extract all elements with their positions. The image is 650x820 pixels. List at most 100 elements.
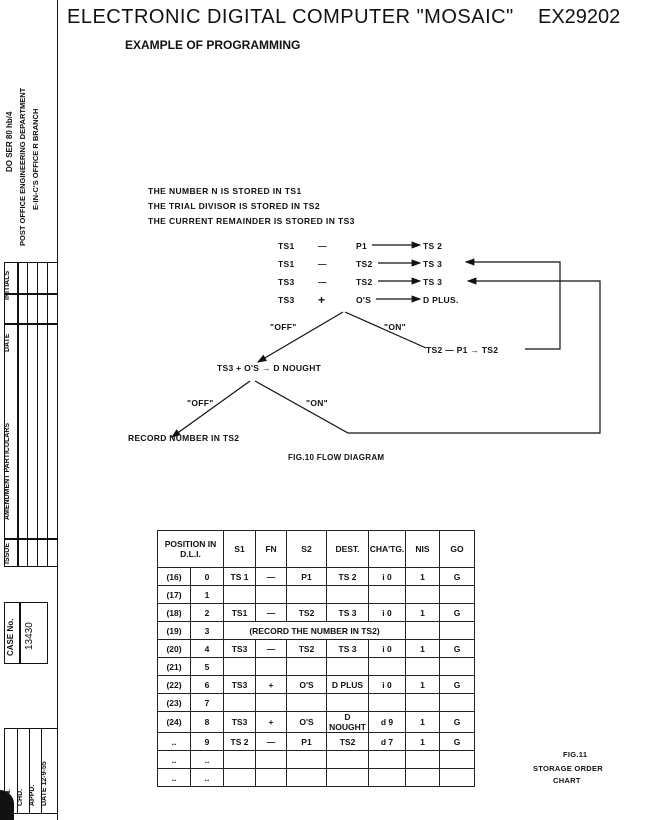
chart-caption-fig: FIG.11: [563, 750, 588, 759]
header-go: GO: [439, 530, 475, 568]
cell: 1: [405, 732, 440, 751]
cell: ..: [190, 768, 224, 787]
step-3-b: TS2: [356, 277, 373, 287]
cell: [223, 750, 256, 769]
cell: (24): [157, 711, 191, 733]
cell: [326, 693, 369, 712]
table-row: (19)3(RECORD THE NUMBER IN TS2): [157, 621, 475, 640]
chart-caption-line1: STORAGE ORDER: [533, 764, 604, 773]
cell: 2: [190, 603, 224, 622]
cell: 1: [405, 639, 440, 658]
cell: P1: [286, 567, 327, 586]
table-row: ....: [157, 750, 475, 769]
table-row: (17)1: [157, 585, 475, 604]
header-s2: S2: [286, 530, 327, 568]
cell: D PLUS: [326, 675, 369, 694]
cell: [405, 693, 440, 712]
cell: [439, 768, 475, 787]
step-4-op: +: [318, 293, 326, 307]
header-nis: NIS: [405, 530, 440, 568]
cell: TS 3: [326, 603, 369, 622]
cell: [255, 657, 287, 676]
chart-header-row: POSITION IN D.L.I. S1 FN S2 DEST. CHA'TG…: [157, 530, 475, 568]
cell: (20): [157, 639, 191, 658]
case-block: [4, 602, 48, 664]
cell: 1: [405, 675, 440, 694]
cell: [223, 768, 256, 787]
step-3-dest: TS 3: [423, 277, 443, 287]
cell: TS 2: [326, 567, 369, 586]
cell: —: [255, 639, 287, 658]
cell: [405, 750, 440, 769]
flow-note-2: THE TRIAL DIVISOR IS STORED IN TS2: [148, 201, 320, 211]
step-1-op: —: [318, 241, 327, 251]
cell: 1: [405, 567, 440, 586]
header-dest: DEST.: [326, 530, 369, 568]
storage-order-chart: POSITION IN D.L.I. S1 FN S2 DEST. CHA'TG…: [157, 530, 475, 787]
cell: 1: [405, 603, 440, 622]
cell: i 0: [368, 567, 406, 586]
cell: (19): [157, 621, 191, 640]
cell: 0: [190, 567, 224, 586]
cell: [405, 768, 440, 787]
cell: TS 3: [326, 639, 369, 658]
table-row: ....: [157, 768, 475, 787]
cell: d 9: [368, 711, 406, 733]
loop-to-step-3: [464, 258, 561, 350]
cell: ..: [157, 768, 191, 787]
split-left-1: [256, 311, 344, 363]
document-title: ELECTRONIC DIGITAL COMPUTER "MOSAIC": [67, 6, 514, 28]
cell: 5: [190, 657, 224, 676]
cell: [286, 693, 327, 712]
header-chatg: CHA'TG.: [368, 530, 406, 568]
step-3-a: TS3: [278, 277, 295, 287]
cell: G: [439, 603, 475, 622]
cell: TS2: [326, 732, 369, 751]
cell: [255, 693, 287, 712]
cell: [223, 585, 256, 604]
cell: d 7: [368, 732, 406, 751]
cell: i 0: [368, 603, 406, 622]
step-2-op: —: [318, 259, 327, 269]
cell: [255, 750, 287, 769]
cell: [286, 585, 327, 604]
cell: [223, 657, 256, 676]
header-position: POSITION IN D.L.I.: [157, 530, 224, 568]
cell: [405, 621, 440, 640]
step-1-a: TS1: [278, 241, 295, 251]
cell: [368, 768, 406, 787]
cell: —: [255, 732, 287, 751]
cell: [326, 768, 369, 787]
cell: [368, 750, 406, 769]
cell: 8: [190, 711, 224, 733]
cell: [326, 750, 369, 769]
cell: i 0: [368, 675, 406, 694]
step-1-b: P1: [356, 241, 367, 251]
cell: TS2: [286, 603, 327, 622]
cell: G: [439, 639, 475, 658]
cell: [405, 585, 440, 604]
cell: TS 1: [223, 567, 256, 586]
branch-off-2: "OFF": [187, 398, 214, 408]
split-right-1: [344, 311, 427, 349]
table-row: (21)5: [157, 657, 475, 676]
cell: ..: [157, 750, 191, 769]
cell: TS3: [223, 675, 256, 694]
page-corner-shadow: [0, 790, 14, 820]
cell: O'S: [286, 711, 327, 733]
branch-on-1: "ON": [384, 322, 407, 332]
flow-note-1: THE NUMBER N IS STORED IN TS1: [148, 186, 302, 196]
loop-to-step-4: [254, 277, 601, 434]
step-2-a: TS1: [278, 259, 295, 269]
cell: TS2: [286, 639, 327, 658]
document-code: EX29202: [538, 6, 621, 28]
cell: [286, 768, 327, 787]
flow-caption: FIG.10 FLOW DIAGRAM: [288, 453, 385, 462]
cell: TS3: [223, 711, 256, 733]
cell: [223, 693, 256, 712]
cell: [286, 657, 327, 676]
